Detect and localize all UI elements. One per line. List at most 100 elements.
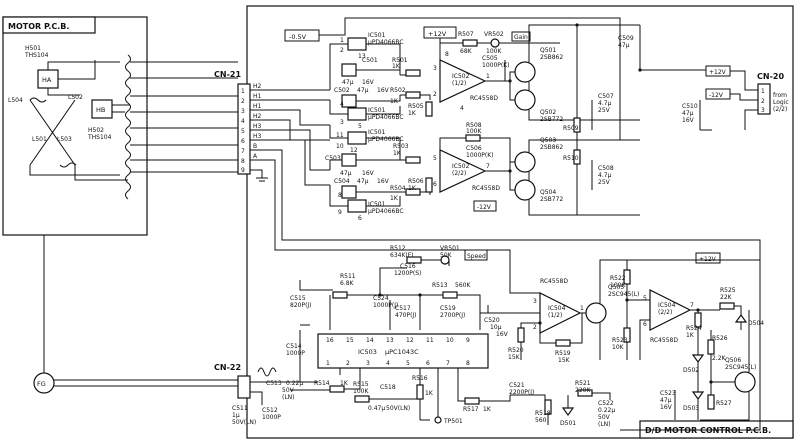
q504-ref: Q504 [540,189,556,196]
q506-ref: Q506 [725,357,741,364]
ic504a-pin2: 2 [533,324,537,331]
ic504b-type: RC4558D [650,337,678,344]
c502-volt: 16V [377,87,390,94]
resistor-r511 [332,291,348,299]
supply-m12v-mid: -12V [477,204,492,211]
cap-c503 [341,153,357,167]
r512-val: 634K(F) [390,252,414,259]
coil-l504: L504 [8,97,23,104]
sig-h2-a: H2 [253,83,262,90]
ic501a-ref: IC501 [368,32,386,39]
sig-h1-b: H1 [253,103,262,110]
c516-val: 1200P(S) [394,270,421,277]
r521-val: 220K [575,387,591,394]
supply-p12v-cn20: +12V [709,69,727,76]
sw-d-pin6: 6 [358,215,362,222]
d501-label: D501 [560,420,576,427]
c510-ref: C510 [682,103,698,110]
d502-label: D502 [683,367,699,374]
motor-pcb-panel: MOTOR P.C.B. HA HB H501 THS104 H502 THS1… [2,16,148,236]
vr502-ref: VR502 [484,31,504,38]
c518-val: 0.47µ [368,405,385,412]
h502-type: THS104 [87,134,112,141]
r517-val: 1K [483,406,492,413]
ground-symbols [256,129,712,421]
r510-ref: R510 [563,155,579,162]
cn21-body [237,83,251,175]
cn21-label: CN-21 [214,70,241,79]
c501-volt: 16V [362,79,375,86]
c505-val: 1000P(K) [482,62,510,69]
c513-volt: 50V [282,387,295,394]
ic503-pin8: 8 [466,360,470,367]
sw-a-pin13: 13 [358,53,366,60]
c503-val: 47µ [340,170,352,177]
cn20-pin-2: 2 [761,98,765,105]
resistor-r520 [517,327,525,343]
cn22-label: CN-22 [214,363,241,372]
c508-volt: 25V [598,179,611,186]
cn21-pin-3: 3 [241,108,245,115]
cn21-signal-wires [250,89,761,280]
junction-d [638,68,642,72]
ic504b-pin7: 7 [690,302,694,309]
c511-volt: 50V(LN) [232,419,256,426]
ic503-block: IC503 µPC1043C 16 15 14 13 12 11 10 9 1 … [317,333,489,369]
c512-ref: C512 [262,407,278,414]
vr502-val: 100K [486,48,502,55]
c510-val: 47µ [682,110,694,117]
c513-val: 0.22µ [286,380,303,387]
r503-ref: R503 [393,143,409,150]
r506-ref: R506 [408,178,424,185]
r502-val: 1K [390,98,399,105]
r518-ref: R518 [535,410,551,417]
ic504b-ref: IC504 [658,302,676,309]
ic504-stage-1-wiring [418,249,620,360]
junction-h [625,298,629,302]
ic503-pin6: 6 [426,360,430,367]
supply-m05v-rail [319,17,621,140]
r502-ref: R502 [390,87,406,94]
c517-ref: C517 [395,305,411,312]
c522-type: (LN) [598,421,611,428]
r516-val: 1K [425,390,434,397]
ic501b-switch [347,107,367,121]
ic503-pin15: 15 [346,337,354,344]
c520-ref: C520 [484,317,500,324]
motor-pcb-title-box [2,16,96,34]
c504-val: 47µ [357,178,369,185]
r514-val: 1K [340,380,349,387]
sig-h3-b: H3 [253,133,262,140]
gain-tag: Gain [514,34,528,41]
cn21-pin-1: 1 [241,88,245,95]
c518-ref: C518 [380,384,396,391]
c522-volt: 50V [598,414,611,421]
r511-val: 6.8K [340,280,355,287]
hall-hb-label: HB [96,106,105,114]
cn20-note-2: Logic [773,99,789,106]
ic503-pin7: 7 [446,360,450,367]
supply-p12v-top: +12V [428,30,447,38]
junction-b [508,169,512,173]
h501-ref: H501 [25,45,41,52]
ic503-pin14: 14 [366,337,374,344]
r501-ref: R501 [392,57,408,64]
harness-wires [130,61,238,173]
r526-ref: R526 [712,335,728,342]
cap-c501 [341,63,357,77]
junction-c [575,23,579,27]
pot-vr502 [490,38,500,48]
r525-val: 22K [720,294,733,301]
c513-ref: C513 [266,380,282,387]
ic503-pin13: 13 [386,337,394,344]
connector-cn20: CN-20 1 2 3 from Logic (2/2) +12V -12V C… [682,65,789,124]
transistor-q502 [514,89,536,111]
speed-tag: Speed [467,253,486,260]
junction-g [538,321,542,325]
q502-ref: Q502 [540,109,556,116]
motor-coils [29,99,76,166]
ic502b-ref: IC502 [452,163,470,170]
r505-ref: R505 [408,103,424,110]
cn20-pin-3: 3 [761,107,765,114]
